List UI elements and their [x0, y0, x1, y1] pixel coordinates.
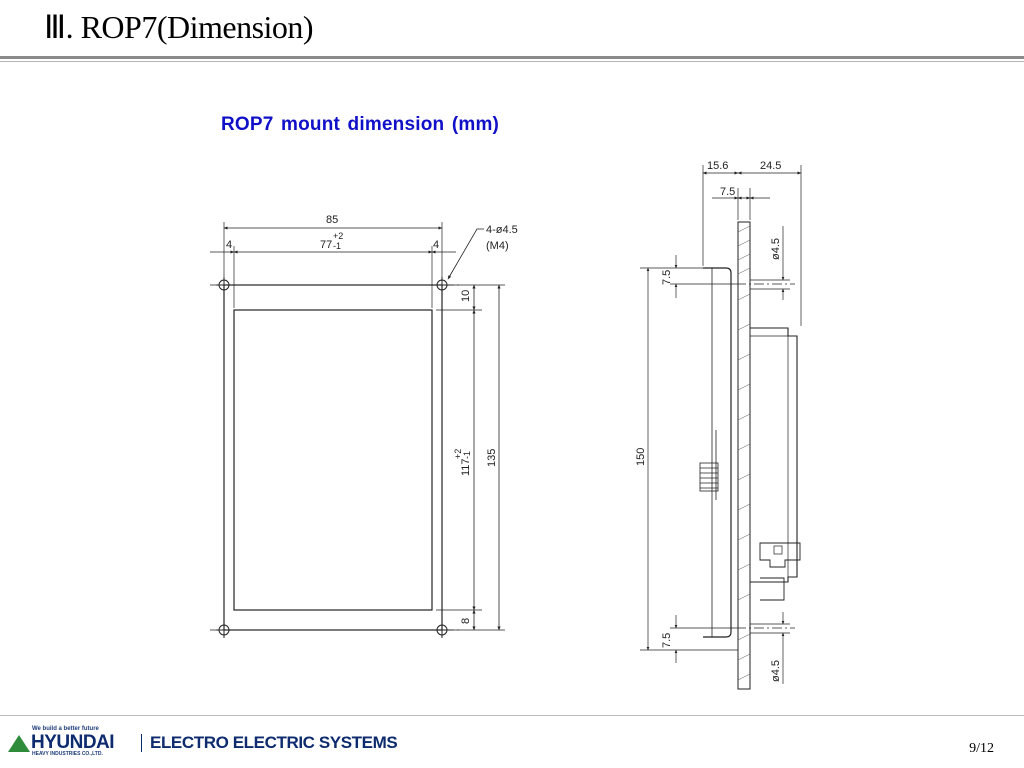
label-hole-spec: 4-ø4.5	[486, 224, 518, 236]
label-bottom-hole-dia: ø4.5	[770, 660, 782, 682]
label-left-margin-4: 4	[226, 239, 232, 251]
drawing-subtitle: ROP7 mount dimension (mm)	[221, 114, 500, 135]
side-dial	[699, 462, 719, 492]
label-inner-width-77: 77	[320, 239, 332, 251]
svg-text:117: 117	[460, 458, 472, 476]
label-inner-width-tol-minus: -1	[333, 241, 341, 251]
front-view	[210, 222, 505, 638]
side-connector	[759, 542, 801, 568]
label-inner-width-tol-plus: +2	[333, 231, 343, 241]
svg-text:-1: -1	[462, 451, 472, 459]
label-bottom-hole-offset: 7.5	[661, 633, 673, 648]
logo-separator	[141, 734, 142, 752]
label-width-85: 85	[326, 214, 338, 226]
company-logo: We build a better future HYUNDAI HEAVY I…	[6, 724, 426, 760]
side-view	[640, 165, 802, 690]
side-bezel	[703, 267, 732, 638]
label-depth-24-5: 24.5	[760, 160, 781, 172]
front-panel-outline	[223, 284, 443, 631]
label-top-hole-offset: 7.5	[661, 270, 673, 285]
label-right-margin-4: 4	[433, 239, 439, 251]
label-bottom-margin-8: 8	[460, 618, 472, 624]
side-rear-housing	[750, 327, 798, 583]
label-plate-7-5: 7.5	[720, 186, 735, 198]
logo-brand: HYUNDAI	[31, 732, 115, 753]
hyundai-triangle-icon	[8, 735, 30, 752]
page-number: 9/12	[969, 741, 994, 756]
footer-divider	[0, 715, 1024, 716]
title-divider-thin	[0, 61, 1024, 62]
front-center-lines	[210, 284, 460, 631]
label-hole-thread: (M4)	[486, 240, 509, 252]
label-top-hole-dia: ø4.5	[770, 238, 782, 260]
side-mounting-plate	[737, 221, 751, 690]
logo-division: ELECTRO ELECTRIC SYSTEMS	[150, 733, 398, 752]
front-display-area	[233, 309, 433, 611]
side-view-labels: 15.6 24.5 7.5 ø4.5 7.5 150 7.5 ø4.5	[635, 160, 782, 682]
logo-tagline: We build a better future	[32, 726, 99, 732]
label-height-150: 150	[635, 448, 647, 466]
hole-leader	[447, 228, 484, 280]
page-title: Ⅲ. ROP7(Dimension)	[44, 9, 314, 45]
label-height-135: 135	[486, 449, 498, 467]
title-divider	[0, 56, 1024, 59]
front-mounting-holes	[216, 277, 450, 638]
logo-subtitle: HEAVY INDUSTRIES CO.,LTD.	[32, 751, 103, 757]
front-view-labels: 85 77 +2 -1 4 4 4-ø4.5 (M4) 10 117 +2 -1…	[226, 214, 518, 624]
label-inner-height-117: 117 +2 -1	[453, 449, 472, 476]
label-top-margin-10: 10	[460, 290, 472, 302]
svg-text:+2: +2	[453, 449, 463, 459]
label-depth-15-6: 15.6	[707, 160, 728, 172]
